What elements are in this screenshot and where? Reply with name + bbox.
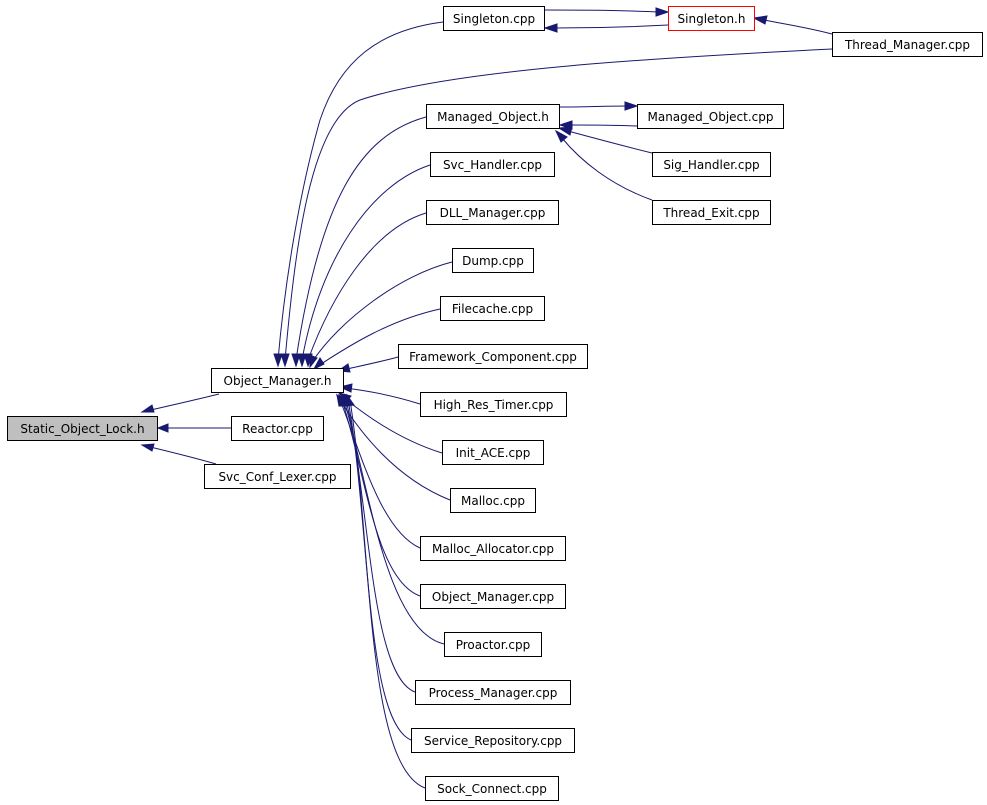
edge-singleton-cpp-to-object-manager-h <box>273 21 444 368</box>
node-init-ace-cpp[interactable]: Init_ACE.cpp <box>442 440 544 465</box>
edge-reactor-cpp-to-static-object-lock-h <box>156 423 231 433</box>
node-malloc-cpp[interactable]: Malloc.cpp <box>450 488 536 513</box>
edge-managed-object-h-to-object-manager-h <box>291 116 427 368</box>
node-label: High_Res_Timer.cpp <box>434 398 554 412</box>
node-sig-handler-cpp[interactable]: Sig_Handler.cpp <box>652 152 771 177</box>
node-filecache-cpp[interactable]: Filecache.cpp <box>440 296 545 321</box>
node-label: Process_Manager.cpp <box>429 686 558 700</box>
edge-sock-connect-cpp-to-object-manager-h <box>346 393 426 789</box>
node-label: Dump.cpp <box>462 254 524 268</box>
node-dump-cpp[interactable]: Dump.cpp <box>452 248 534 273</box>
node-svc-handler-cpp[interactable]: Svc_Handler.cpp <box>430 152 555 177</box>
node-label: Service_Repository.cpp <box>424 734 562 748</box>
edge-service-repository-cpp-to-object-manager-h <box>344 393 412 741</box>
edge-singleton-cpp-to-singleton-h <box>544 7 670 17</box>
node-svc-conf-lexer-cpp[interactable]: Svc_Conf_Lexer.cpp <box>204 464 351 489</box>
node-sock-connect-cpp[interactable]: Sock_Connect.cpp <box>425 776 559 801</box>
edge-dll-manager-cpp-to-object-manager-h <box>303 212 427 368</box>
edge-managed-object-h-to-managed-object-cpp <box>559 101 639 111</box>
node-label: Object_Manager.cpp <box>432 590 554 604</box>
edge-svc-conf-lexer-cpp-to-static-object-lock-h <box>140 443 217 465</box>
edge-thread-manager-cpp-to-object-manager-h <box>280 48 833 368</box>
node-label: Object_Manager.h <box>224 374 332 388</box>
node-label: Managed_Object.cpp <box>647 110 773 124</box>
node-label: Singleton.cpp <box>453 12 535 26</box>
node-label: Static_Object_Lock.h <box>20 422 144 436</box>
node-thread-exit-cpp[interactable]: Thread_Exit.cpp <box>652 200 771 225</box>
node-label: Init_ACE.cpp <box>456 446 531 460</box>
node-label: Singleton.h <box>678 12 746 26</box>
node-reactor-cpp[interactable]: Reactor.cpp <box>231 416 324 441</box>
node-thread-manager-cpp[interactable]: Thread_Manager.cpp <box>832 32 983 57</box>
edge-thread-exit-cpp-to-managed-object-h <box>554 129 653 201</box>
node-proactor-cpp[interactable]: Proactor.cpp <box>444 632 542 657</box>
node-label: Thread_Exit.cpp <box>662 206 759 220</box>
node-dll-manager-cpp[interactable]: DLL_Manager.cpp <box>426 200 559 225</box>
node-process-manager-cpp[interactable]: Process_Manager.cpp <box>415 680 571 705</box>
node-label: Sig_Handler.cpp <box>663 158 759 172</box>
node-high-res-timer-cpp[interactable]: High_Res_Timer.cpp <box>420 392 567 417</box>
edge-dump-cpp-to-object-manager-h <box>309 261 453 369</box>
edge-singleton-h-to-singleton-cpp <box>543 23 669 33</box>
node-label: Managed_Object.h <box>437 110 549 124</box>
edge-object-manager-h-to-static-object-lock-h <box>140 393 220 413</box>
node-label: DLL_Manager.cpp <box>440 206 546 220</box>
node-label: Reactor.cpp <box>242 422 313 436</box>
node-singleton-h[interactable]: Singleton.h <box>668 6 755 31</box>
node-label: Thread_Manager.cpp <box>844 38 970 52</box>
edge-thread-manager-cpp-to-singleton-h <box>752 15 833 35</box>
node-label: Svc_Conf_Lexer.cpp <box>218 470 336 484</box>
node-label: Proactor.cpp <box>456 638 531 652</box>
node-managed-object-cpp[interactable]: Managed_Object.cpp <box>637 104 784 129</box>
node-label: Framework_Component.cpp <box>409 350 577 364</box>
edge-sig-handler-cpp-to-managed-object-h <box>557 126 653 154</box>
edge-filecache-cpp-to-object-manager-h <box>312 308 441 371</box>
edge-high-res-timer-cpp-to-object-manager-h <box>338 383 421 405</box>
node-object-manager-h[interactable]: Object_Manager.h <box>211 368 344 393</box>
edge-svc-handler-cpp-to-object-manager-h <box>297 164 431 368</box>
node-object-manager-cpp[interactable]: Object_Manager.cpp <box>420 584 566 609</box>
node-label: Malloc_Allocator.cpp <box>432 542 554 556</box>
node-framework-component-cpp[interactable]: Framework_Component.cpp <box>398 344 588 369</box>
node-malloc-allocator-cpp[interactable]: Malloc_Allocator.cpp <box>420 536 566 561</box>
node-static-object-lock-h[interactable]: Static_Object_Lock.h <box>7 416 158 441</box>
node-service-repository-cpp[interactable]: Service_Repository.cpp <box>411 728 575 753</box>
node-label: Malloc.cpp <box>461 494 525 508</box>
node-label: Filecache.cpp <box>452 302 533 316</box>
node-managed-object-h[interactable]: Managed_Object.h <box>426 104 560 129</box>
node-label: Svc_Handler.cpp <box>443 158 542 172</box>
node-label: Sock_Connect.cpp <box>437 782 547 796</box>
edge-framework-component-cpp-to-object-manager-h <box>336 356 399 373</box>
node-singleton-cpp[interactable]: Singleton.cpp <box>443 6 545 31</box>
